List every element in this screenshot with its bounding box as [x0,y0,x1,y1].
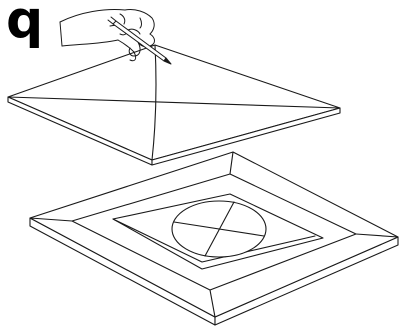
upper-panel [8,45,340,165]
circle-cutout-mark [172,201,266,257]
